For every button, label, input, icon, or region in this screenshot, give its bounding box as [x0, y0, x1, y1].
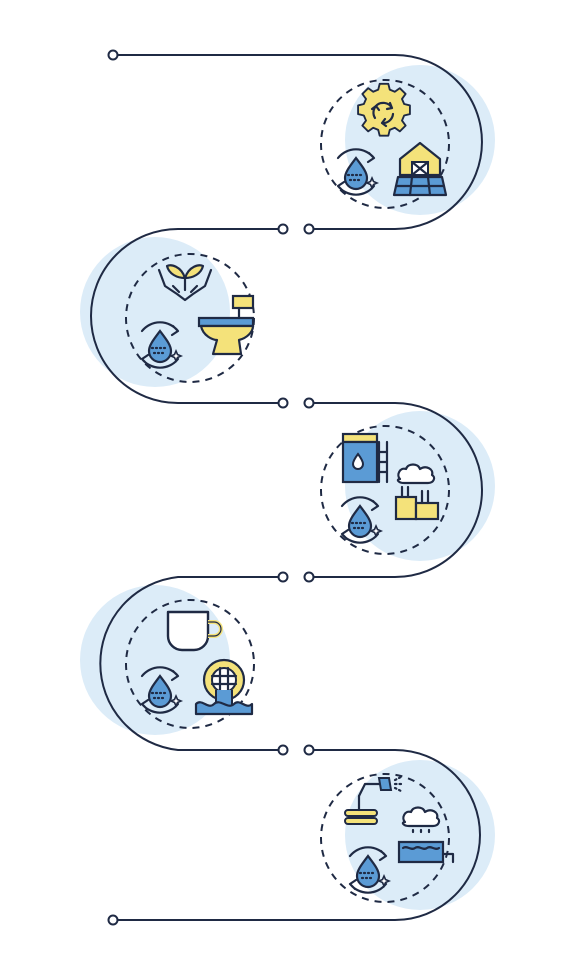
node-3b: [303, 571, 315, 583]
timeline-nodes: [107, 49, 315, 926]
rain-cloud-reservoir-icon: [397, 806, 455, 864]
shower-head-icon: [344, 775, 404, 825]
water-drop-recycle-icon: [336, 148, 380, 196]
barn-icon: [392, 141, 448, 197]
timeline-path: [90, 54, 483, 921]
dashed-ring-4: [125, 599, 255, 729]
start-node: [107, 49, 119, 61]
dashed-ring-1: [320, 79, 450, 209]
step-5: [344, 775, 455, 894]
halo-step-2: [80, 237, 230, 387]
recycling-gear-icon: [357, 82, 411, 137]
step-2: [140, 264, 255, 369]
halo-step-3: [345, 411, 495, 561]
cup-icon: [166, 610, 223, 652]
node-3a: [277, 571, 289, 583]
sewage-pipe-icon: [194, 658, 254, 716]
node-2a: [277, 397, 289, 409]
factory-smoke-icon: [394, 463, 440, 521]
halo-step-5: [345, 760, 495, 910]
water-drop-recycle-icon: [348, 846, 392, 894]
step-1: [336, 82, 448, 197]
node-4b: [303, 744, 315, 756]
water-drop-recycle-icon: [140, 321, 184, 369]
dashed-ring-5: [320, 773, 450, 903]
plant-in-hands-icon: [157, 264, 213, 302]
dashed-ring-3: [320, 425, 450, 555]
water-drop-recycle-icon: [340, 496, 384, 544]
node-2b: [303, 397, 315, 409]
node-1a: [277, 223, 289, 235]
node-4a: [277, 744, 289, 756]
node-1b: [303, 223, 315, 235]
toilet-icon: [197, 294, 255, 356]
end-node: [107, 914, 119, 926]
water-tank-icon: [341, 432, 389, 484]
step-4: [140, 610, 254, 716]
water-drop-recycle-icon: [140, 666, 184, 714]
step-3: [340, 432, 440, 544]
